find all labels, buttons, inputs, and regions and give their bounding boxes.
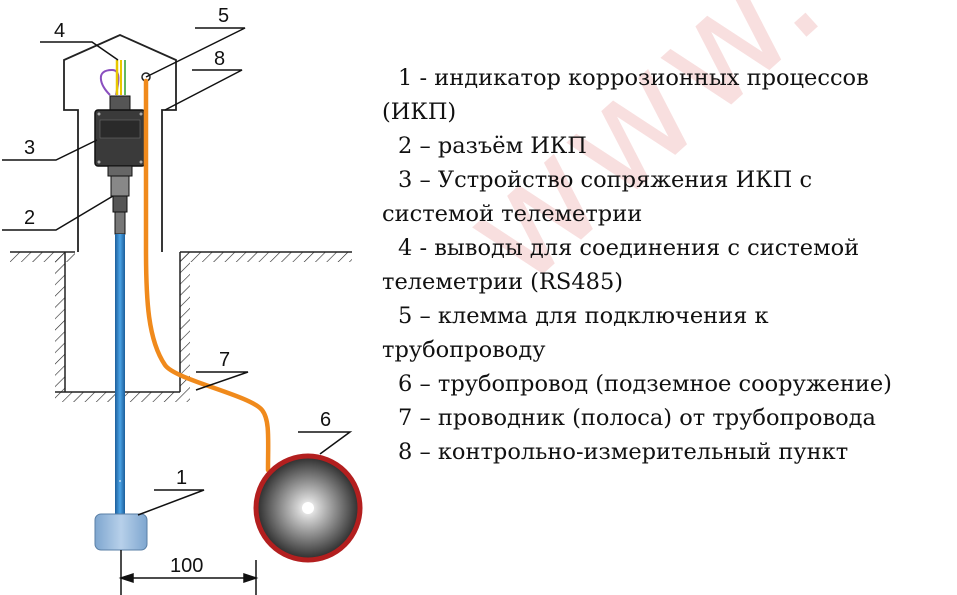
ikp-cable — [115, 234, 125, 514]
pit-walls — [55, 252, 190, 402]
callout-8: 8 — [214, 48, 225, 70]
callout-3: 3 — [24, 137, 35, 159]
callout-7: 7 — [219, 349, 230, 371]
telemetry-leads — [99, 60, 126, 96]
callout-1: 1 — [176, 467, 187, 489]
cable-gland — [109, 95, 131, 111]
control-point-housing — [63, 34, 177, 252]
callout-2: 2 — [24, 207, 35, 229]
dimension-100 — [118, 550, 259, 595]
callout-leaders — [2, 27, 353, 516]
callout-5: 5 — [218, 5, 229, 27]
interface-device — [94, 109, 146, 167]
callout-4: 4 — [54, 20, 65, 42]
ikp-connector — [107, 165, 133, 235]
dimension-label: 100 — [170, 555, 203, 577]
pipeline — [253, 453, 363, 563]
callout-6: 6 — [320, 409, 331, 431]
corrosion-indicator — [94, 513, 148, 551]
conductor-strip — [143, 78, 271, 473]
